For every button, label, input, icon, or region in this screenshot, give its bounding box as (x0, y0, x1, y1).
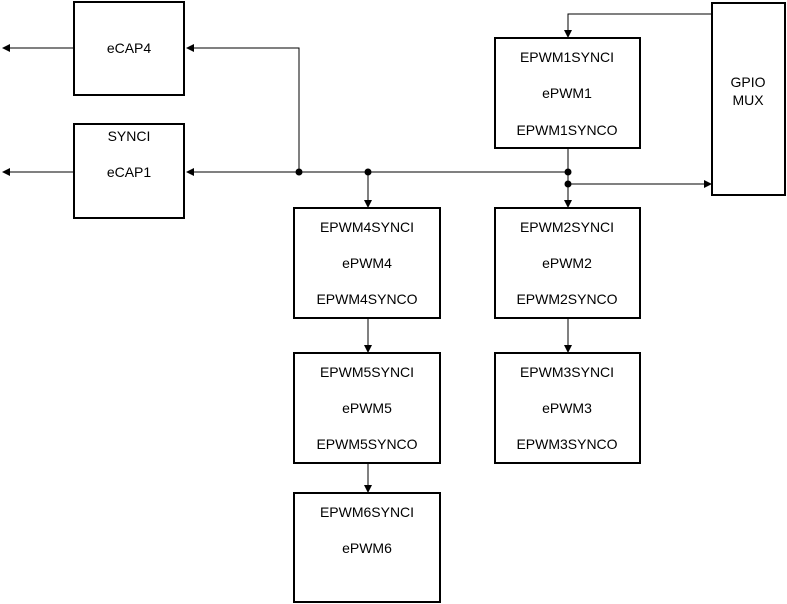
ecap1-synci-label: SYNCI (108, 128, 151, 144)
epwm5-synci-label: EPWM5SYNCI (320, 364, 414, 380)
block-epwm4: EPWM4SYNCI ePWM4 EPWM4SYNCO (293, 207, 441, 319)
epwm4-synci-label: EPWM4SYNCI (320, 219, 414, 235)
epwm2-synci-label: EPWM2SYNCI (520, 219, 614, 235)
junction-dots (295, 168, 572, 188)
ecap1-label: eCAP1 (107, 164, 152, 180)
ecap4-label: eCAP4 (107, 40, 152, 56)
mux-label: MUX (732, 92, 764, 108)
epwm4-label: ePWM4 (342, 255, 392, 271)
block-epwm6: EPWM6SYNCI ePWM6 (293, 492, 441, 603)
block-epwm2: EPWM2SYNCI ePWM2 EPWM2SYNCO (494, 207, 641, 319)
arrow-into-epwm1 (564, 30, 572, 38)
arrow-into-epwm3 (564, 345, 572, 353)
block-gpio-mux: GPIO MUX (711, 2, 786, 196)
arrow-into-epwm6 (364, 485, 372, 493)
junction-epwm1-bus (564, 168, 572, 176)
block-epwm3: EPWM3SYNCI ePWM3 EPWM3SYNCO (494, 352, 641, 464)
arrow-into-epwm5 (364, 345, 372, 353)
junction-ecap4-branch (295, 168, 303, 176)
arrow-ecap4-out (2, 44, 10, 52)
arrowheads (2, 30, 712, 493)
epwm1-synci-label: EPWM1SYNCI (520, 49, 614, 65)
epwm1-synco-label: EPWM1SYNCO (516, 122, 617, 138)
epwm2-label: ePWM2 (542, 255, 592, 271)
epwm3-synci-label: EPWM3SYNCI (520, 364, 614, 380)
epwm6-label: ePWM6 (342, 540, 392, 556)
block-ecap1: SYNCI eCAP1 (73, 123, 185, 219)
epwm1-label: ePWM1 (542, 85, 592, 101)
wire-gpio-to-epwm1 (567, 13, 712, 34)
epwm2-synco-label: EPWM2SYNCO (516, 291, 617, 307)
block-ecap4: eCAP4 (73, 1, 185, 96)
arrow-into-ecap1 (186, 168, 194, 176)
arrow-into-epwm4 (364, 200, 372, 208)
arrow-ecap1-out (2, 168, 10, 176)
arrow-into-ecap4 (186, 44, 194, 52)
epwm3-label: ePWM3 (542, 400, 592, 416)
arrow-into-epwm2 (564, 200, 572, 208)
epwm6-synci-label: EPWM6SYNCI (320, 504, 414, 520)
junction-epwm4-branch (364, 168, 372, 176)
gpio-label: GPIO (730, 74, 765, 90)
block-epwm1: EPWM1SYNCI ePWM1 EPWM1SYNCO (494, 37, 641, 149)
arrow-into-gpio-mux (704, 180, 712, 188)
epwm3-synco-label: EPWM3SYNCO (516, 436, 617, 452)
block-epwm5: EPWM5SYNCI ePWM5 EPWM5SYNCO (293, 352, 441, 464)
wire-to-ecap4 (190, 47, 300, 172)
epwm4-synco-label: EPWM4SYNCO (316, 291, 417, 307)
epwm5-synco-label: EPWM5SYNCO (316, 436, 417, 452)
epwm5-label: ePWM5 (342, 400, 392, 416)
junction-gpio-branch (564, 180, 572, 188)
connection-wires (10, 13, 712, 487)
